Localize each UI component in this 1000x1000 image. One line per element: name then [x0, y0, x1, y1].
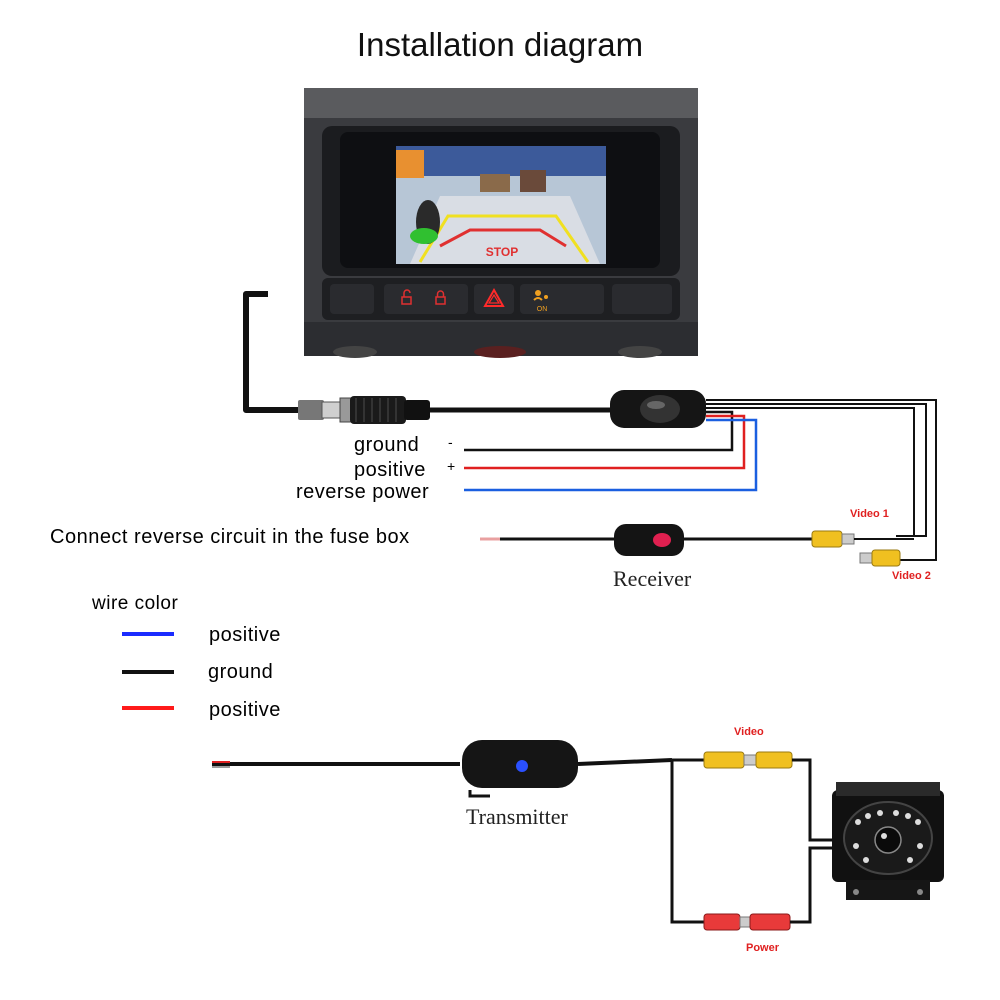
legend-label-blue: positive: [209, 624, 281, 646]
ground-wire: [464, 410, 734, 452]
airbag-on-text: ON: [537, 306, 548, 313]
airbag-icon: [533, 290, 548, 301]
positive-sign: +: [447, 458, 456, 474]
harness-junction: [610, 390, 706, 428]
lock-icon: [435, 290, 446, 305]
camera-power-connector: [703, 846, 832, 931]
video1-rca-connector: [811, 530, 855, 548]
video-label: Video: [734, 726, 764, 738]
monitor-cable: [243, 291, 612, 424]
harness-wire-video-1: [706, 407, 915, 536]
video2-rca-connector: [859, 549, 901, 567]
legend-label-red: positive: [209, 699, 281, 721]
reverse-power-wire-label: reverse power: [296, 481, 430, 503]
transmitter-module: [212, 740, 704, 924]
ground-sign: -: [448, 434, 454, 450]
four-pin-connector: [298, 396, 430, 424]
positive-wire: [464, 414, 746, 470]
positive-wire-label: positive: [354, 459, 426, 481]
screen-stop-text: STOP: [486, 245, 518, 259]
fuse-box-note: Connect reverse circuit in the fuse box: [50, 526, 410, 548]
camera-video-connector: [703, 751, 832, 842]
receiver-module: [480, 524, 914, 567]
transmitter-label: Transmitter: [466, 804, 568, 829]
ground-wire-label: ground: [354, 434, 420, 456]
video2-label: Video 2: [892, 570, 931, 582]
backup-camera-screen: STOP: [396, 146, 606, 264]
power-label: Power: [746, 942, 780, 954]
harness-wire-black-b: [706, 403, 927, 537]
backup-camera: [832, 782, 944, 900]
dashboard-photo: STOP ON: [304, 88, 698, 358]
video1-label: Video 1: [850, 508, 889, 520]
legend-label-black: ground: [208, 661, 274, 683]
legend-swatches: [122, 632, 174, 710]
legend-title: wire color: [92, 593, 179, 614]
lock-open-icon: [401, 289, 412, 305]
reverse-power-wire: [464, 418, 758, 492]
receiver-label: Receiver: [613, 566, 692, 591]
hazard-icon: [483, 287, 505, 307]
page-title: Installation diagram: [356, 26, 644, 63]
harness-wire-black-a: [706, 399, 937, 561]
